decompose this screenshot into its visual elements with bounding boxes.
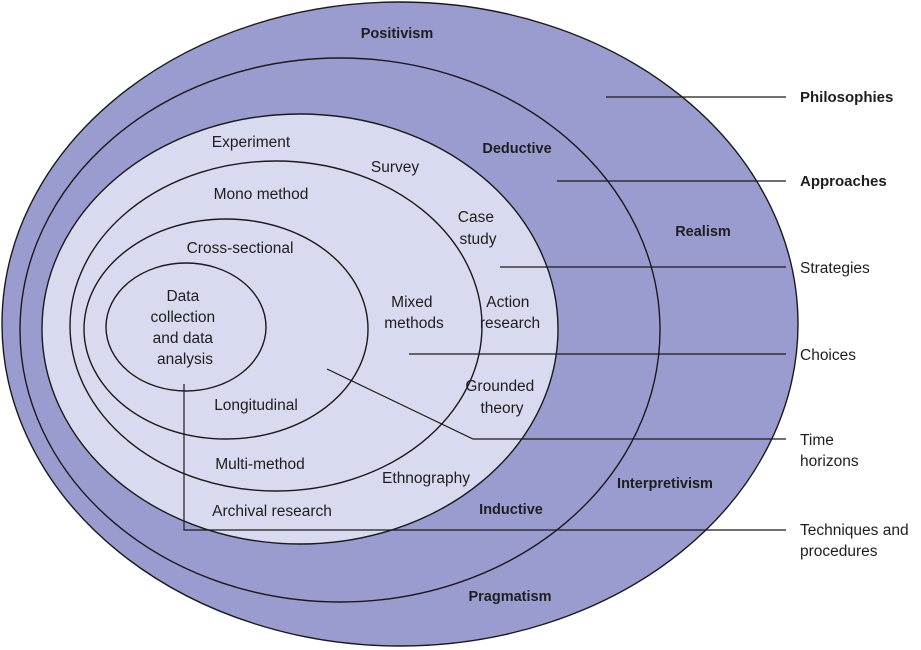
legend-approaches: Approaches (800, 173, 887, 190)
label-realism: Realism (675, 224, 731, 240)
label-longitudinal: Longitudinal (214, 397, 298, 414)
label-survey: Survey (371, 159, 419, 176)
legend-choices: Choices (800, 347, 856, 364)
label-archival-research: Archival research (212, 503, 332, 520)
legend-philosophies: Philosophies (800, 89, 893, 106)
label-interpretivism: Interpretivism (617, 476, 713, 492)
leader-time-horizons (326, 368, 786, 440)
techniques-layer (105, 262, 267, 392)
label-experiment: Experiment (212, 134, 291, 151)
label-grounded-theory: Grounded theory (465, 378, 538, 417)
label-ethnography: Ethnography (382, 470, 470, 487)
label-deductive: Deductive (482, 141, 551, 157)
label-cross-sectional: Cross-sectional (187, 240, 294, 257)
label-data-collection: Data collection and data analysis (151, 288, 220, 368)
leader-techniques (183, 384, 786, 531)
label-action-research: Action research (480, 294, 540, 332)
label-multi-method: Multi-method (215, 456, 305, 473)
label-inductive: Inductive (479, 502, 543, 518)
label-mono-method: Mono method (214, 186, 309, 203)
legend-time-horizons: Time horizons (800, 432, 859, 470)
legend-techniques: Techniques and procedures (800, 522, 913, 560)
label-pragmatism: Pragmatism (468, 589, 551, 605)
label-mixed-methods: Mixed methods (384, 294, 444, 332)
label-case-study: Case study (458, 209, 499, 248)
legend-strategies: Strategies (800, 260, 870, 277)
label-positivism: Positivism (361, 26, 434, 42)
